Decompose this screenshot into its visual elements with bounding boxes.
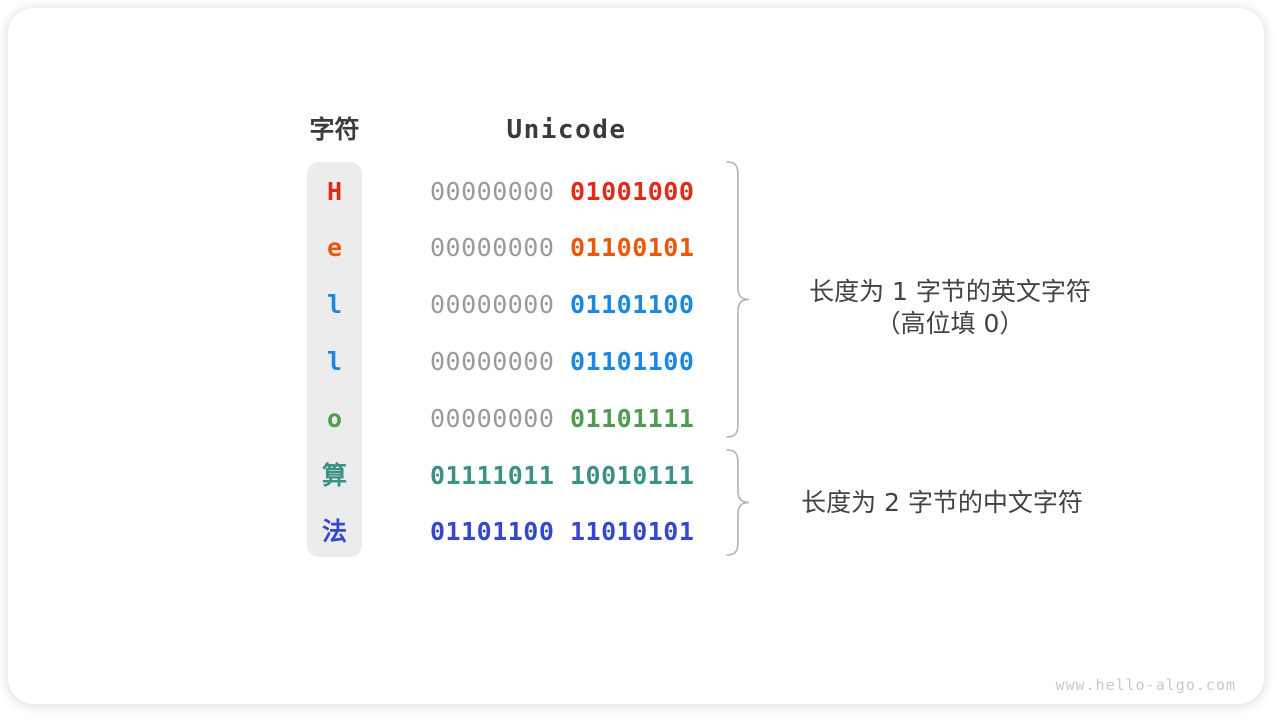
unicode-cell: 00000000 01100101: [430, 220, 694, 276]
column-header-unicode: Unicode: [506, 115, 627, 145]
high-byte: 00000000: [430, 347, 555, 376]
unicode-cell: 00000000 01101100: [430, 334, 694, 390]
low-byte: 01101100: [569, 347, 695, 376]
high-byte: 01111011: [430, 460, 555, 490]
annotation-chinese-chars: 长度为 2 字节的中文字符: [772, 487, 1112, 519]
low-byte: 01101100: [569, 290, 695, 320]
low-byte: 01101111: [569, 403, 695, 433]
char-column-strip: [307, 162, 362, 557]
brace-english-group: [726, 161, 750, 438]
high-byte: 00000000: [430, 233, 555, 263]
high-byte: 00000000: [430, 290, 555, 320]
annotation-line: 长度为 2 字节的中文字符: [801, 488, 1083, 517]
annotation-line: （高位填 0）: [875, 309, 1025, 338]
high-byte: 00000000: [430, 176, 555, 206]
unicode-cell: 01101100 11010101: [430, 504, 694, 560]
column-header-char: 字符: [309, 115, 360, 144]
figure-card: [8, 8, 1264, 704]
unicode-cell: 00000000 01101111: [430, 391, 694, 447]
low-byte: 01001000: [569, 176, 695, 206]
annotation-english-chars: 长度为 1 字节的英文字符 （高位填 0）: [780, 276, 1120, 340]
watermark: www.hello-algo.com: [1055, 676, 1236, 694]
char-cell: l: [326, 347, 343, 376]
char-cell: o: [326, 403, 343, 433]
low-byte: 10010111: [569, 460, 695, 490]
char-cell: H: [326, 176, 343, 206]
high-byte: 00000000: [430, 403, 555, 433]
unicode-cell: 00000000 01001000: [430, 164, 694, 220]
high-byte: 01101100: [430, 517, 555, 547]
low-byte: 01100101: [569, 233, 695, 263]
unicode-cell: 00000000 01101100: [430, 277, 694, 333]
char-cell: l: [326, 290, 343, 320]
low-byte: 11010101: [569, 517, 695, 547]
char-cell: 法: [321, 517, 347, 547]
brace-chinese-group: [726, 449, 750, 556]
char-cell: e: [326, 233, 343, 263]
annotation-line: 长度为 1 字节的英文字符: [809, 277, 1091, 306]
char-cell: 算: [321, 460, 347, 490]
unicode-cell: 01111011 10010111: [430, 448, 694, 504]
